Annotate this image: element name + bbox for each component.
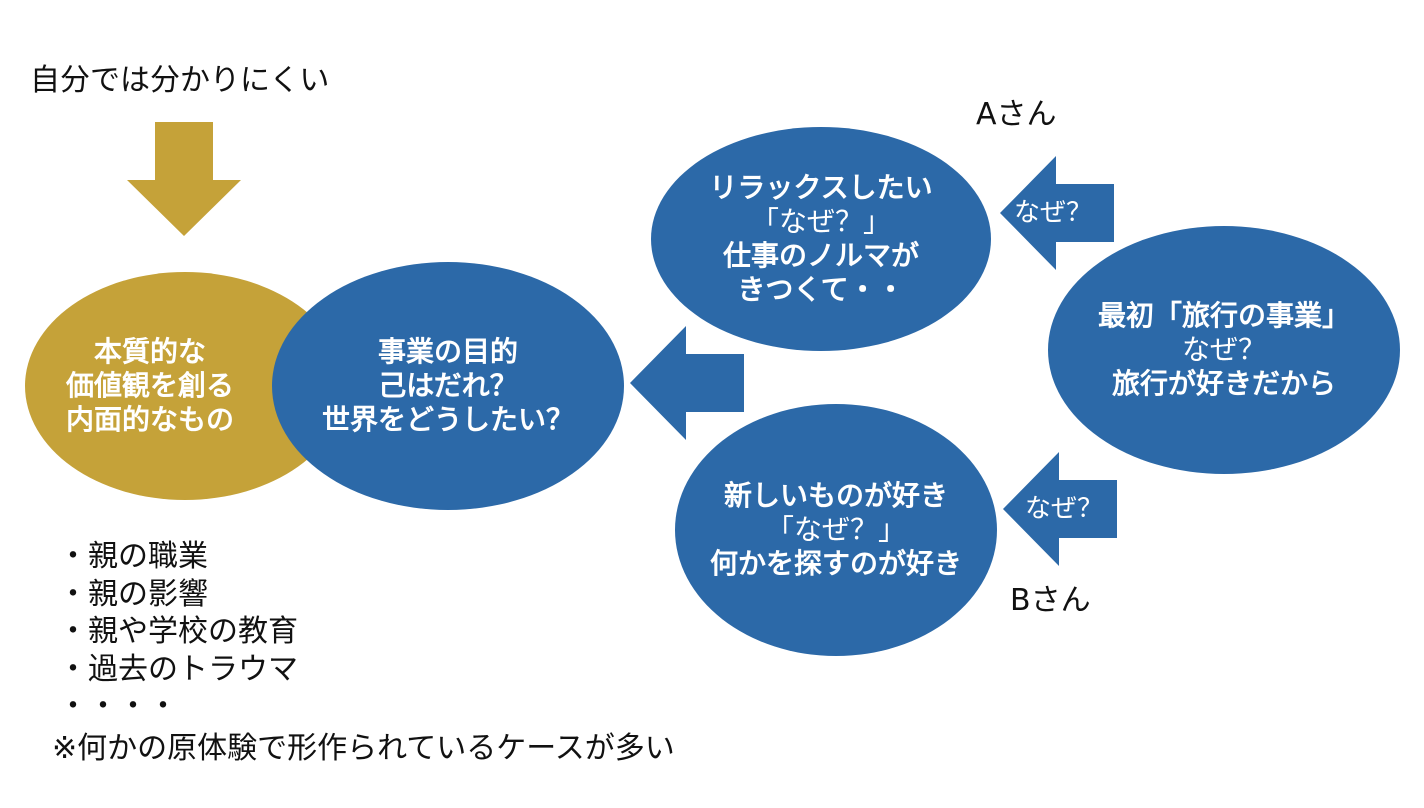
origin-line-3: 旅行が好きだから — [1111, 367, 1336, 400]
person-b-line-2: 「なぜ？」 — [765, 513, 906, 546]
origin-line-2: なぜ？ — [1181, 333, 1266, 366]
top-note: 自分では分かりにくい — [30, 63, 330, 98]
purpose-line-3: 世界をどうしたい？ — [321, 403, 574, 436]
why-arrow-a: なぜ？ — [1000, 156, 1114, 270]
person-b-line-1: 新しいものが好き — [723, 479, 948, 512]
purpose-ellipse: 事業の目的 己はだれ？ 世界をどうしたい？ — [272, 262, 624, 510]
list-item: ・・・・ — [58, 689, 178, 724]
list-item: ・過去のトラウマ — [58, 651, 298, 687]
purpose-line-2: 己はだれ？ — [378, 369, 518, 402]
why-a-label: なぜ？ — [1014, 198, 1093, 228]
person-b-ellipse: 新しいものが好き 「なぜ？」 何かを探すのが好き — [675, 404, 997, 656]
origin-ellipse: 最初「旅行の事業」 なぜ？ 旅行が好きだから — [1048, 226, 1400, 474]
down-arrow-icon — [127, 122, 241, 236]
person-a-label: Aさん — [976, 97, 1057, 132]
why-arrow-a-icon — [1000, 156, 1114, 270]
why-arrow-b-icon — [1003, 452, 1117, 566]
left-arrow-icon — [630, 326, 744, 440]
influence-list: ・親の職業 ・親の影響 ・親や学校の教育 ・過去のトラウマ ・・・・ — [58, 538, 298, 726]
person-a-line-3: 仕事のノルマが — [722, 239, 919, 272]
person-b-label: Bさん — [1010, 583, 1091, 618]
person-a-ellipse: リラックスしたい 「なぜ？」 仕事のノルマが きつくて・・ — [651, 127, 991, 351]
footnote: ※何かの原体験で形作られているケースが多い — [52, 731, 675, 766]
why-b-label: なぜ？ — [1025, 494, 1104, 524]
core-line-2: 価値観を創る — [65, 369, 234, 402]
core-line-1: 本質的な — [93, 335, 206, 368]
origin-line-1: 最初「旅行の事業」 — [1097, 299, 1350, 332]
list-item: ・親の職業 — [58, 539, 208, 574]
core-line-3: 内面的なもの — [65, 403, 234, 436]
list-item: ・親や学校の教育 — [58, 614, 298, 649]
list-item: ・親の影響 — [58, 576, 208, 612]
purpose-line-1: 事業の目的 — [377, 335, 518, 368]
person-a-line-1: リラックスしたい — [709, 171, 933, 204]
why-arrow-b: なぜ？ — [1003, 452, 1117, 566]
person-a-line-4: きつくて・・ — [737, 273, 905, 306]
person-b-line-3: 何かを探すのが好き — [709, 547, 962, 580]
person-a-line-2: 「なぜ？」 — [750, 205, 891, 238]
